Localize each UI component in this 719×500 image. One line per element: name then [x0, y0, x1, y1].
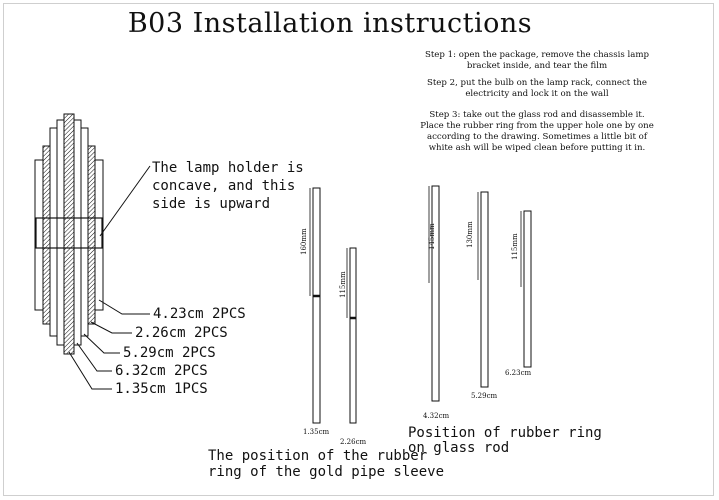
gold-sleeve-caption-line-1: The position of the rubber — [208, 448, 427, 464]
lamp-tube-1-35-center — [63, 113, 75, 355]
part-label-5-29: 5.29cm 2PCS — [123, 345, 216, 361]
glass-rod-label-5-29: 5.29cm — [471, 392, 498, 400]
gold-rod-marker-160: 160mm — [300, 228, 308, 255]
gold-sleeve-caption-line-2: ring of the gold pipe sleeve — [208, 464, 444, 480]
lamp-note-line-1: The lamp holder is — [152, 160, 304, 176]
lamp-sleeve-2-26-left — [42, 145, 51, 325]
lamp-holder-note: The lamp holder is concave, and this sid… — [99, 160, 304, 237]
glass-rod-6-23 — [523, 210, 532, 368]
glass-rods — [428, 185, 532, 402]
glass-rod-marker-145: 145mm — [428, 223, 436, 250]
lamp-tube-5-29-left — [49, 127, 58, 337]
gold-rod-1-35 — [312, 187, 321, 424]
lamp-note-line-3: side is upward — [152, 196, 270, 212]
lamp-assembly — [34, 113, 104, 355]
lamp-tube-5-29-right — [80, 127, 89, 337]
step-2-text: Step 2, put the bulb on the lamp rack, c… — [426, 78, 648, 99]
page-frame — [3, 3, 714, 496]
part-leaders — [68, 299, 150, 390]
part-label-6-32: 6.32cm 2PCS — [115, 363, 208, 379]
step-1-text: Step 1: open the package, remove the cha… — [424, 50, 650, 71]
glass-rod-caption-line-1: Position of rubber ring — [408, 425, 602, 441]
glass-rod-5-29 — [480, 191, 489, 388]
part-label-1-35: 1.35cm 1PCS — [115, 381, 208, 397]
gold-rod-label-2-26: 2.26cm — [340, 438, 367, 446]
lamp-tube-6-32-right — [73, 119, 82, 346]
glass-rod-marker-115: 115mm — [511, 233, 519, 260]
page-title: B03 Installation instructions — [127, 8, 533, 39]
gold-sleeve-rods — [309, 187, 357, 424]
glass-rod-label-6-23: 6.23cm — [505, 369, 532, 377]
lamp-sleeve-2-26-right — [87, 145, 96, 325]
gold-rod-marker-115: 115mm — [339, 271, 347, 298]
gold-rod-label-1-35: 1.35cm — [303, 428, 330, 436]
part-label-2-26: 2.26cm 2PCS — [135, 325, 228, 341]
step-3-text: Step 3: take out the glass rod and disas… — [420, 110, 654, 153]
glass-rod-caption-line-2: on glass rod — [408, 440, 509, 456]
lamp-tube-6-32-left — [56, 119, 65, 346]
part-label-4-23: 4.23cm 2PCS — [153, 306, 246, 322]
gold-rod-2-26 — [349, 247, 357, 424]
lamp-note-line-2: concave, and this — [152, 178, 295, 194]
glass-rod-4-32 — [431, 185, 440, 402]
glass-rod-label-4-32: 4.32cm — [423, 412, 450, 420]
glass-rod-marker-130: 130mm — [466, 221, 474, 248]
